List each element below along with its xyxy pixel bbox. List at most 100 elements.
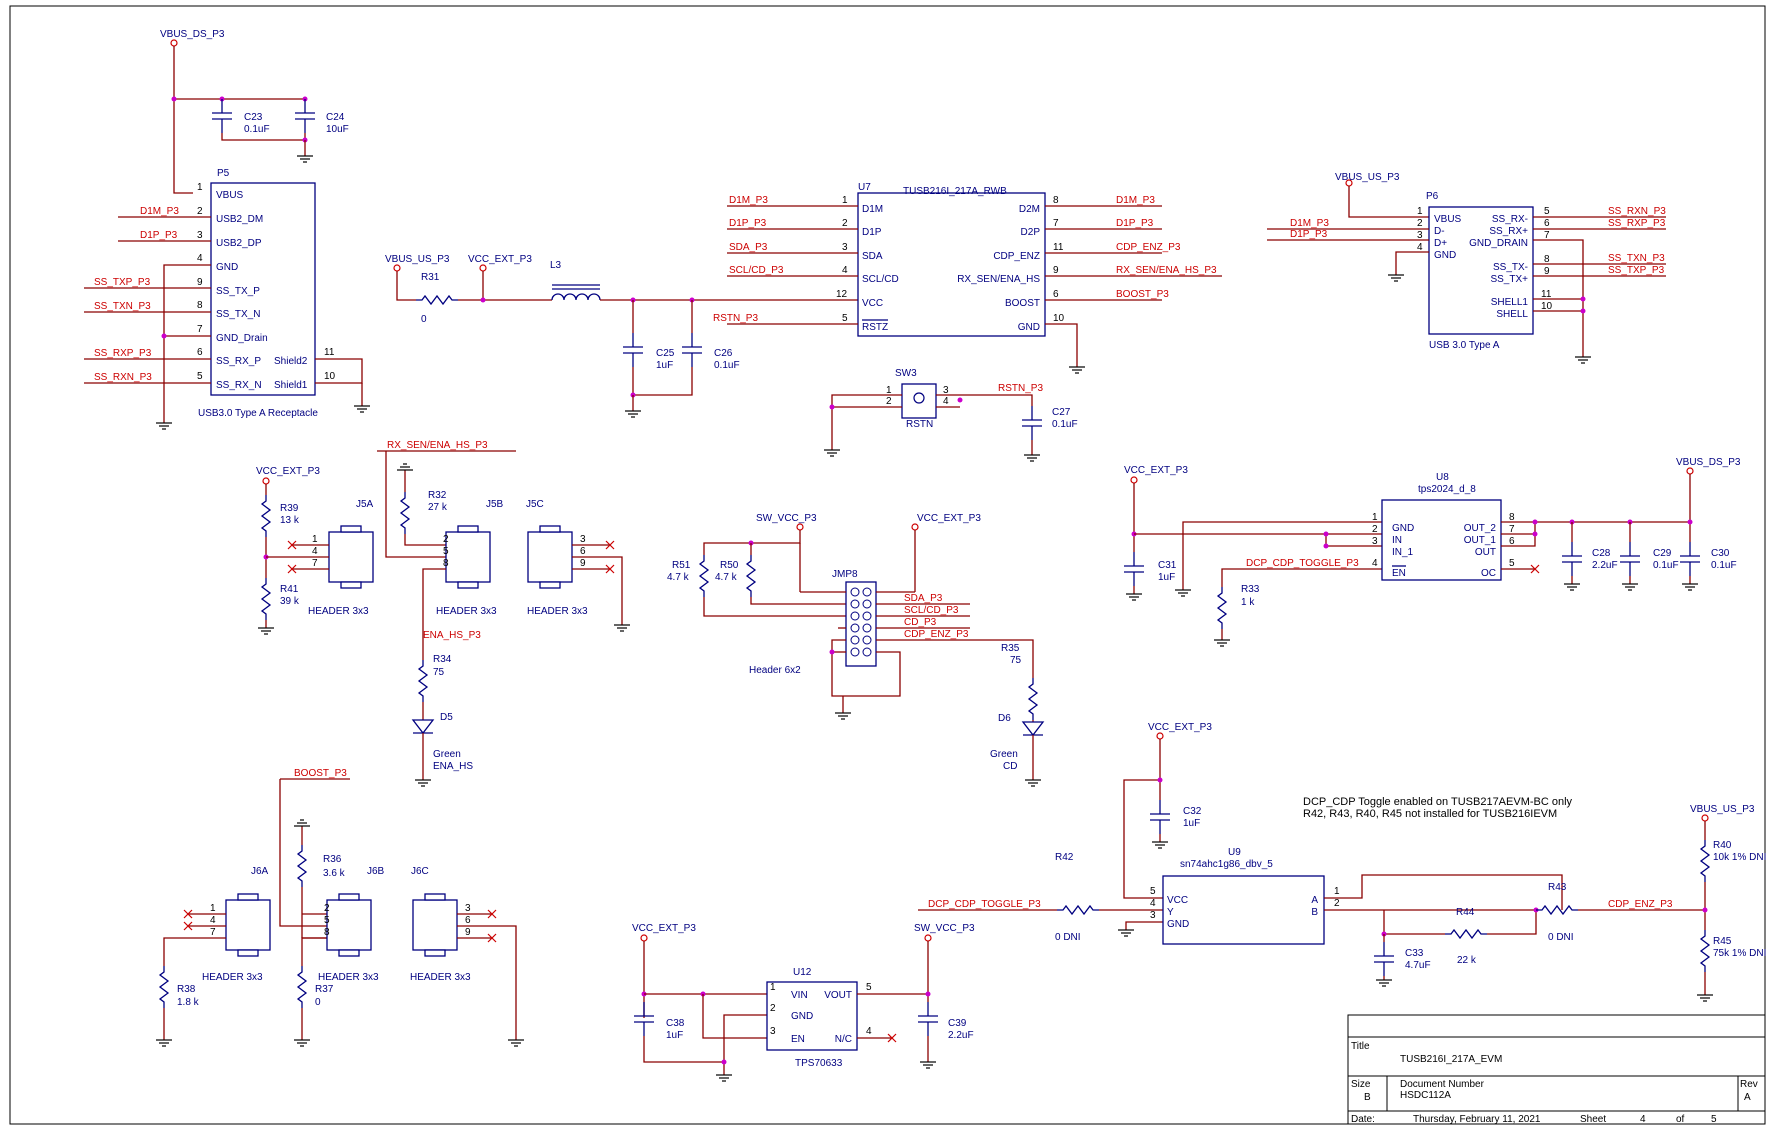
p6-num: 4 [1417, 242, 1423, 253]
d6-name: CD [1003, 761, 1017, 772]
c27-ref: C27 [1052, 407, 1071, 418]
net-ssrxn: SS_RXN_P3 [94, 372, 152, 383]
net-rxsen: RX_SEN/ENA_HS_P3 [1116, 265, 1217, 276]
p5-pin-ssrxn: SS_RX_N [216, 380, 262, 391]
p5-connector: VBUS_DS_P3 C23 0.1uF C24 10uF P5 USB3.0 … [84, 29, 371, 430]
c27-value: 0.1uF [1052, 419, 1078, 430]
net-sda: SDA_P3 [729, 242, 768, 253]
p6-pin: VBUS [1434, 214, 1462, 225]
j6a-num: 4 [210, 915, 216, 926]
r31-ref: R31 [421, 272, 440, 283]
p5-num: 10 [324, 371, 336, 382]
net-d1p: D1P_P3 [729, 218, 767, 229]
r33-ref: R33 [1241, 584, 1260, 595]
p5-pin-gnd: GND [216, 262, 238, 273]
u12-ref: U12 [793, 967, 812, 978]
u7-pin: SDA [862, 251, 883, 262]
c31-ref: C31 [1158, 560, 1177, 571]
p6-num: 10 [1541, 301, 1553, 312]
u12-num: 5 [866, 982, 872, 993]
jmp8-ref: JMP8 [832, 569, 858, 580]
date-value: Thursday, February 11, 2021 [1413, 1114, 1541, 1125]
vcc-ext-label: VCC_EXT_P3 [1124, 465, 1188, 476]
vcc-ext-label: VCC_EXT_P3 [632, 923, 696, 934]
p6-num: 11 [1541, 289, 1552, 300]
c25-ref: C25 [656, 348, 675, 359]
net-cdpenz: CDP_ENZ_P3 [1608, 899, 1673, 910]
p6-pin: D+ [1434, 238, 1447, 249]
net-dcpcdptoggle: DCP_CDP_TOGGLE_P3 [1246, 558, 1359, 569]
u7-ref: U7 [858, 182, 871, 193]
p5-num: 7 [197, 324, 203, 335]
u8-num: 7 [1509, 524, 1515, 535]
u7-part: TUSB216I_217A_RWB [903, 186, 1007, 197]
c28-value: 2.2uF [1592, 560, 1618, 571]
r42-ref: R42 [1055, 852, 1074, 863]
u9-num: 3 [1150, 910, 1156, 921]
p5-pin-usb2dm: USB2_DM [216, 214, 263, 225]
r44-ref: R44 [1456, 907, 1475, 918]
u8-pin: OC [1481, 568, 1496, 579]
u7-num: 8 [1053, 195, 1059, 206]
r38-value: 1.8 k [177, 997, 200, 1008]
u7-pin: VCC [862, 298, 883, 309]
c23-ref: C23 [244, 112, 263, 123]
u12-ldo: VCC_EXT_P3 C38 1uF U12 TPS70633 VIN GND … [632, 923, 975, 1082]
p5-power-label: VBUS_DS_P3 [160, 29, 225, 40]
p5-num: 4 [197, 253, 203, 264]
u8-num: 1 [1372, 512, 1378, 523]
p5-num: 2 [197, 206, 203, 217]
c33-value: 4.7uF [1405, 960, 1431, 971]
u9-pin: Y [1167, 907, 1174, 918]
j6-boost-headers: BOOST_P3 J6A HEADER 3x3 1 4 7 R38 1.8 k … [155, 768, 525, 1047]
r40-ref: R40 [1713, 840, 1732, 851]
net-cd: CD_P3 [904, 617, 937, 628]
p5-pin-ssrxp: SS_RX_P [216, 356, 261, 367]
r45-ref: R45 [1713, 936, 1732, 947]
c29-ref: C29 [1653, 548, 1672, 559]
net-dcpcdptoggle: DCP_CDP_TOGGLE_P3 [928, 899, 1041, 910]
p5-pin-sstxp: SS_TX_P [216, 286, 260, 297]
j5b-ref: J5B [486, 499, 504, 510]
u8-part: tps2024_d_8 [1418, 484, 1476, 495]
u8-num: 6 [1509, 536, 1515, 547]
p5-num: 1 [197, 182, 203, 193]
net-d1m: D1M_P3 [140, 206, 179, 217]
p6-power-label: VBUS_US_P3 [1335, 172, 1400, 183]
net-sstxp: SS_TXP_P3 [94, 277, 151, 288]
vbus-us-label: VBUS_US_P3 [385, 254, 450, 265]
p5-num: 3 [197, 230, 203, 241]
net-enahs: ENA_HS_P3 [423, 630, 481, 641]
u8-pin: IN_1 [1392, 547, 1414, 558]
j6c-name: HEADER 3x3 [410, 972, 471, 983]
net-d1m: D1M_P3 [729, 195, 768, 206]
p5-pin-sstxn: SS_TX_N [216, 309, 260, 320]
u7-pin: GND [1018, 322, 1040, 333]
u7-num: 2 [842, 218, 848, 229]
p6-pin: SHELL1 [1491, 297, 1529, 308]
d5-color: Green [433, 749, 461, 760]
c29-value: 0.1uF [1653, 560, 1679, 571]
p6-num: 2 [1417, 218, 1423, 229]
p6-num: 3 [1417, 230, 1423, 241]
docnum-label: Document Number [1400, 1079, 1485, 1090]
p5-num: 11 [324, 347, 335, 358]
j5c-num: 3 [580, 534, 586, 545]
j6b-num: 5 [324, 915, 330, 926]
u7-pin: RSTZ [862, 322, 888, 333]
r35-value: 75 [1010, 655, 1022, 666]
r34-value: 75 [433, 667, 445, 678]
p6-pin: D- [1434, 226, 1445, 237]
u12-part: TPS70633 [795, 1058, 843, 1069]
title-block: Title TUSB216I_217A_EVM Size B Document … [1347, 1014, 1766, 1125]
r34-ref: R34 [433, 654, 452, 665]
u12-pin: VOUT [824, 990, 852, 1001]
sw3-num: 4 [943, 396, 949, 407]
u9-ref: U9 [1228, 847, 1241, 858]
net-ssrxp: SS_RXP_P3 [1608, 218, 1666, 229]
net-d1p: D1P_P3 [140, 230, 178, 241]
j6b-name: HEADER 3x3 [318, 972, 379, 983]
c28-ref: C28 [1592, 548, 1611, 559]
p6-pin: SHELL [1496, 309, 1528, 320]
